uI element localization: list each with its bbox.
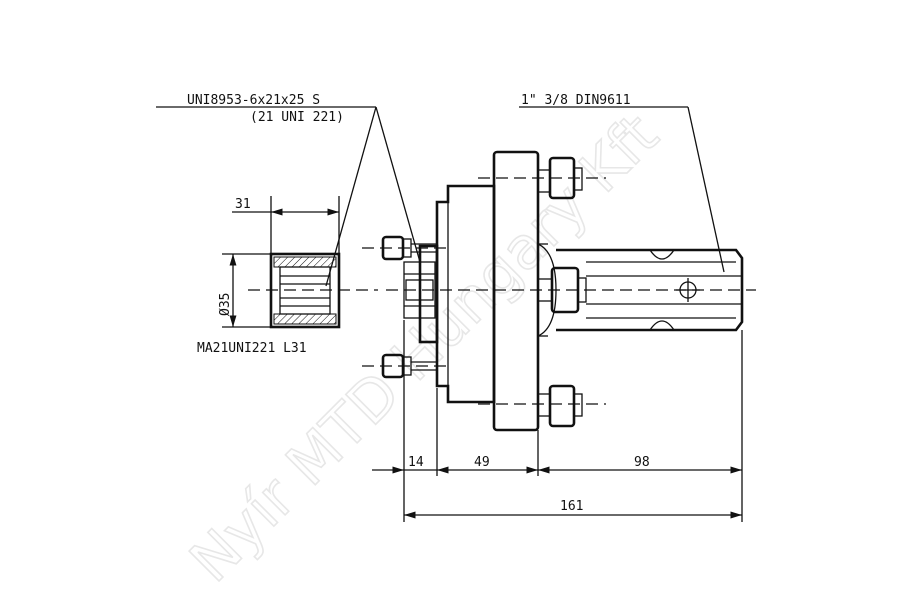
bushing-spec-label: MA21UNI221 L31 <box>197 341 307 356</box>
bolt-spec-alt-label: (21 UNI 221) <box>250 110 344 125</box>
shaft-spec-leader: 1" 3/8 DIN9611 <box>519 93 725 273</box>
shaft-length-value: 98 <box>634 455 650 470</box>
bushing-length-dimension: 31 <box>232 196 340 254</box>
right-bolt-bottom <box>537 384 583 428</box>
flange-offset-value: 14 <box>408 455 424 470</box>
body-length-value: 49 <box>474 455 490 470</box>
bolt-spec-leader: UNI8953-6x21x25 S (21 UNI 221) <box>156 93 421 287</box>
total-length-value: 161 <box>560 499 583 514</box>
right-bolt-middle <box>537 266 587 314</box>
bushing-diameter-value: Ø35 <box>218 293 233 316</box>
bushing-diameter-dimension: Ø35 <box>218 253 271 328</box>
splined-shaft <box>556 248 744 332</box>
shaft-spec-label: 1" 3/8 DIN9611 <box>521 93 631 108</box>
bolt-spec-label: UNI8953-6x21x25 S <box>187 93 320 108</box>
bushing-length-value: 31 <box>235 197 251 212</box>
bottom-dimensions: 14 49 98 161 <box>372 320 743 522</box>
